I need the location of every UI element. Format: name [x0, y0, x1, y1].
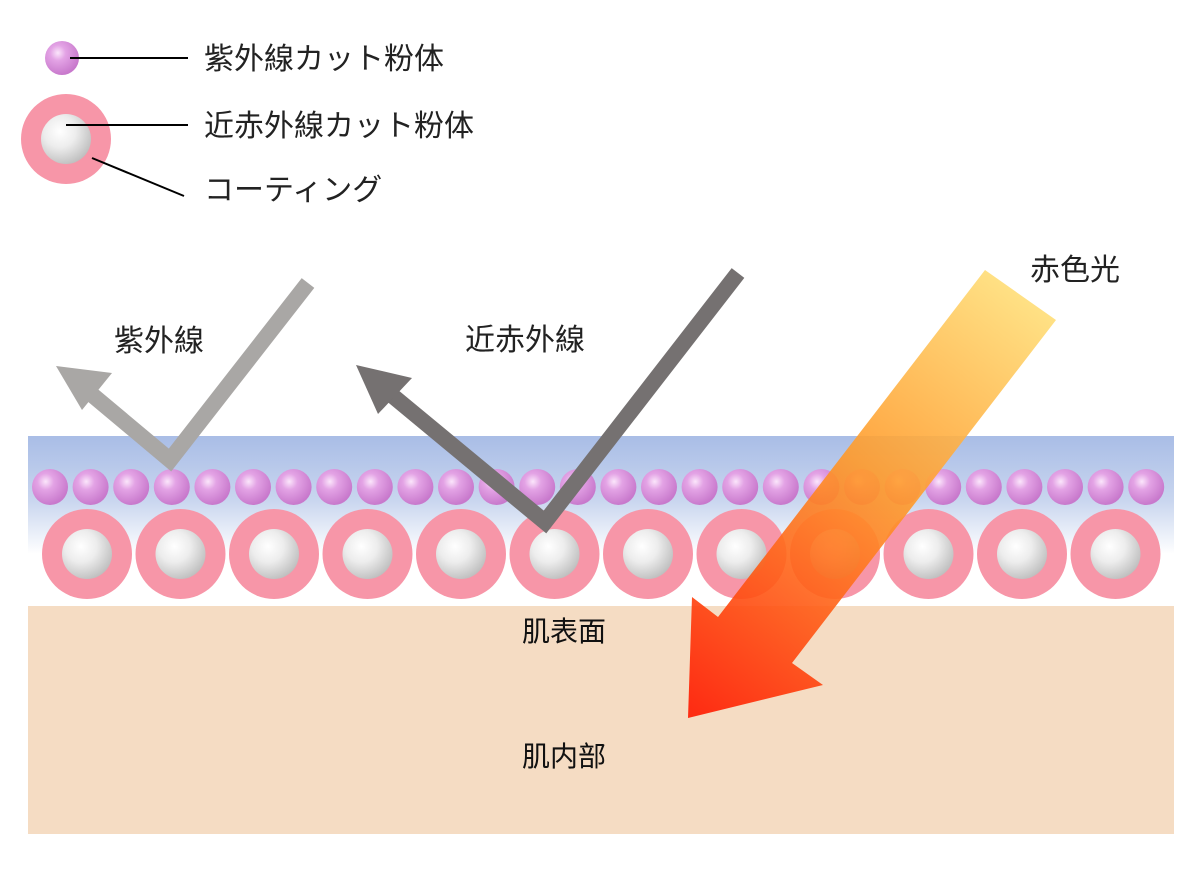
- red-light-label: 赤色光: [1030, 253, 1120, 288]
- skin-surface-label: 肌表面: [522, 615, 606, 648]
- uv-cut-particle: [113, 469, 150, 505]
- uv-cut-particle: [235, 469, 271, 505]
- uv-cut-particle: [1047, 469, 1083, 505]
- uv-cut-particle: [1006, 469, 1043, 505]
- legend-nir-powder-label: 近赤外線カット粉体: [204, 109, 474, 144]
- nir-cut-particle-core: [997, 529, 1047, 579]
- uv-cut-particle: [681, 469, 718, 505]
- nir-arrow-head: [356, 365, 412, 414]
- nir-cut-particle-core: [623, 529, 673, 579]
- uv-cut-particle: [275, 469, 312, 505]
- uv-cut-particle: [762, 469, 799, 505]
- uv-cut-particle: [519, 469, 556, 505]
- skin-layer: [28, 606, 1174, 834]
- uv-cut-particle: [1128, 469, 1165, 505]
- legend-nir-particle-core-icon: [41, 114, 91, 164]
- legend-uv-powder-label: 紫外線カット粉体: [204, 42, 444, 77]
- uv-cut-particle: [722, 469, 759, 505]
- legend: 紫外線カット粉体 近赤外線カット粉体 コーティング: [21, 41, 474, 208]
- nir-cut-particle-core: [342, 529, 393, 579]
- uv-cut-particle: [1087, 469, 1124, 505]
- nir-cut-particle-core: [436, 529, 486, 579]
- legend-coating-label: コーティング: [204, 173, 382, 208]
- nir-ray-arrow: [356, 268, 745, 534]
- uv-cut-particle: [153, 469, 190, 505]
- uv-arrow-head: [56, 366, 112, 410]
- nir-ray-label: 近赤外線: [465, 323, 585, 358]
- red-light-arrow: [688, 270, 1056, 718]
- nir-cut-particle-core: [1090, 529, 1141, 579]
- uv-cut-particle: [32, 469, 68, 505]
- uv-cut-particle: [356, 469, 393, 505]
- nir-cut-particle-core: [716, 529, 767, 579]
- uv-cut-particle: [316, 469, 353, 505]
- uv-cut-particle: [600, 469, 637, 505]
- skin-interior-label: 肌内部: [522, 740, 606, 773]
- nir-cut-particle-core: [249, 529, 299, 579]
- nir-cut-particle-core: [155, 529, 206, 579]
- nir-cut-particle-core: [529, 529, 580, 579]
- uv-cut-particle: [438, 469, 474, 505]
- uv-ray-arrow: [56, 278, 315, 472]
- uv-cut-particle: [194, 469, 231, 505]
- uv-cut-particle: [641, 469, 677, 505]
- legend-uv-particle-icon: [45, 41, 79, 75]
- uv-ray-label: 紫外線: [114, 324, 204, 359]
- legend-coating-leader-line: [91, 157, 185, 197]
- uv-cut-particle: [965, 469, 1002, 505]
- nir-cut-particle-core: [62, 529, 112, 579]
- uv-cut-particle: [397, 469, 434, 505]
- uv-cut-particle: [72, 469, 109, 505]
- nir-cut-particle-core: [903, 529, 954, 579]
